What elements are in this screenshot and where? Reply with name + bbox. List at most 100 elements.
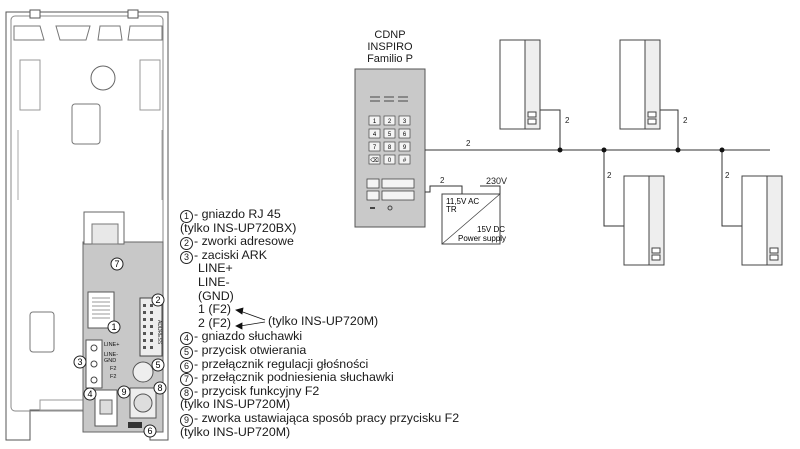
terminal-line-minus: LINE- — [104, 352, 118, 358]
pcb-board: ADDRESS — [82, 211, 164, 433]
legend-text: - przycisk funkcyjny F2 — [194, 383, 320, 398]
keypad-key-label: 7 — [373, 145, 377, 151]
legend-number: 8 — [180, 386, 193, 400]
panel-title-line-3: Familio P — [367, 53, 413, 65]
board-callouts: 1 2 3 4 5 6 7 8 9 — [73, 257, 167, 438]
legend-text: LINE- — [198, 274, 230, 289]
legend-row: (tylko INS-UP720BX) — [180, 220, 459, 236]
legend-number: 4 — [180, 332, 193, 346]
wire-count-m1: 2 — [565, 116, 570, 125]
terminal-gnd: GND — [104, 358, 116, 364]
svg-text:2: 2 — [155, 295, 160, 305]
wire-count-main: 2 — [466, 139, 471, 148]
keypad-key: 2 — [383, 115, 396, 126]
callout-2: 2 — [151, 293, 165, 307]
legend-text: 1 (F2) — [198, 302, 232, 317]
keypad-key: 0 — [383, 154, 396, 165]
keypad-key: 7 — [368, 141, 381, 152]
power-supply: 11,5V AC TR 15V DC Power supply — [441, 193, 506, 245]
legend-number: 3 — [180, 250, 193, 264]
wire-labels: 2 2 2 2 2 2 230V — [440, 116, 730, 186]
keypad-key-label: ⌫ — [370, 157, 379, 164]
keypad-key-label: 1 — [373, 119, 377, 125]
terminal-f2-1: F2 — [110, 366, 116, 372]
keypad-key: ⌫ — [368, 154, 381, 165]
svg-text:1: 1 — [111, 322, 116, 332]
keypad-key: 9 — [398, 141, 411, 152]
ps-dc-label: 15V DC — [477, 225, 505, 234]
legend-number: 2 — [180, 237, 193, 251]
callout-6: 6 — [143, 424, 157, 438]
legend-text: - zworka ustawiająca sposób pracy przyci… — [194, 410, 460, 425]
interphone-2 — [619, 39, 661, 130]
callout-8: 8 — [153, 381, 167, 395]
bus-wiring — [425, 109, 770, 227]
keypad-key-label: 8 — [388, 145, 392, 151]
legend-row: 1- gniazdo RJ 45 — [180, 207, 459, 223]
keypad-key-label: 5 — [388, 132, 392, 138]
legend-text: - zworki adresowe — [194, 234, 294, 249]
svg-text:5: 5 — [155, 360, 160, 370]
legend-row: 1 (F2) — [180, 302, 459, 317]
legend-row: 3- zaciski ARK — [180, 247, 459, 264]
panel-title: CDNP INSPIRO Familio P — [355, 29, 425, 65]
terminal-f2-2: F2 — [110, 374, 116, 380]
ps-ac-label: 11,5V AC — [446, 197, 479, 206]
legend-text: LINE+ — [198, 261, 233, 276]
legend-row: (GND) — [180, 289, 459, 304]
legend-row: LINE- — [180, 274, 459, 290]
legend-number: 7 — [180, 373, 193, 387]
keypad-key-label: 6 — [403, 132, 407, 138]
callout-1: 1 — [107, 320, 121, 334]
callout-3: 3 — [73, 355, 87, 369]
legend-row: 2 (F2) — [180, 315, 459, 331]
wire-count-m3: 2 — [607, 171, 612, 180]
keypad-key-label: 0 — [388, 158, 392, 164]
legend-text: 2 (F2) — [198, 315, 232, 330]
panel-title-line-2: INSPIRO — [367, 41, 413, 53]
legend-row: 7- przełącznik podniesienia słuchawki — [180, 370, 459, 387]
legend-number: 5 — [180, 345, 193, 359]
terminal-labels: LINE+ LINE- GND F2 F2 — [104, 342, 119, 380]
svg-text:4: 4 — [87, 389, 92, 399]
interphone-units — [499, 39, 783, 266]
keypad-key-label: 3 — [403, 119, 407, 125]
callout-4: 4 — [83, 387, 97, 401]
connector-text: ADDRESS — [156, 320, 162, 345]
keypad-key: 3 — [398, 115, 411, 126]
legend-text: - zaciski ARK — [194, 247, 267, 262]
legend-text: - przełącznik regulacji głośności — [194, 356, 369, 371]
callout-5: 5 — [151, 358, 165, 372]
callout-9: 9 — [117, 385, 131, 399]
legend-row: 2- zworki adresowe — [180, 234, 459, 251]
keypad-key: # — [398, 154, 411, 165]
mains-label: 230V — [486, 176, 507, 186]
legend-number: 1 — [180, 210, 193, 223]
legend-text: (tylko INS-UP720M) — [180, 397, 291, 412]
legend-text: (tylko INS-UP720BX) — [180, 220, 297, 235]
keypad-key: 5 — [383, 128, 396, 139]
legend-row: 9- zworka ustawiająca sposób pracy przyc… — [180, 410, 460, 427]
legend-text: - przełącznik podniesienia słuchawki — [194, 370, 394, 385]
keypad-key: 4 — [368, 128, 381, 139]
terminal-line-plus: LINE+ — [104, 342, 119, 348]
legend-row: (tylko INS-UP720M) — [180, 398, 459, 412]
interphone-1 — [499, 39, 541, 130]
legend-text: - gniazdo słuchawki — [194, 329, 303, 344]
keypad-key-label: 9 — [403, 145, 407, 151]
svg-text:9: 9 — [121, 387, 126, 397]
legend-row: (tylko INS-UP720M) — [180, 425, 459, 440]
wire-count-ps: 2 — [440, 176, 445, 185]
interphone-4 — [741, 175, 783, 266]
interphone-3 — [623, 175, 665, 266]
f2-arrows — [235, 307, 266, 330]
svg-text:8: 8 — [157, 383, 162, 393]
legend-text: - przycisk otwierania — [194, 342, 307, 357]
bus-nodes — [557, 147, 725, 153]
svg-text:7: 7 — [114, 259, 119, 269]
wire-count-m4: 2 — [725, 171, 730, 180]
ps-name-label: Power supply — [458, 234, 506, 243]
ps-tr-label: TR — [446, 205, 457, 214]
